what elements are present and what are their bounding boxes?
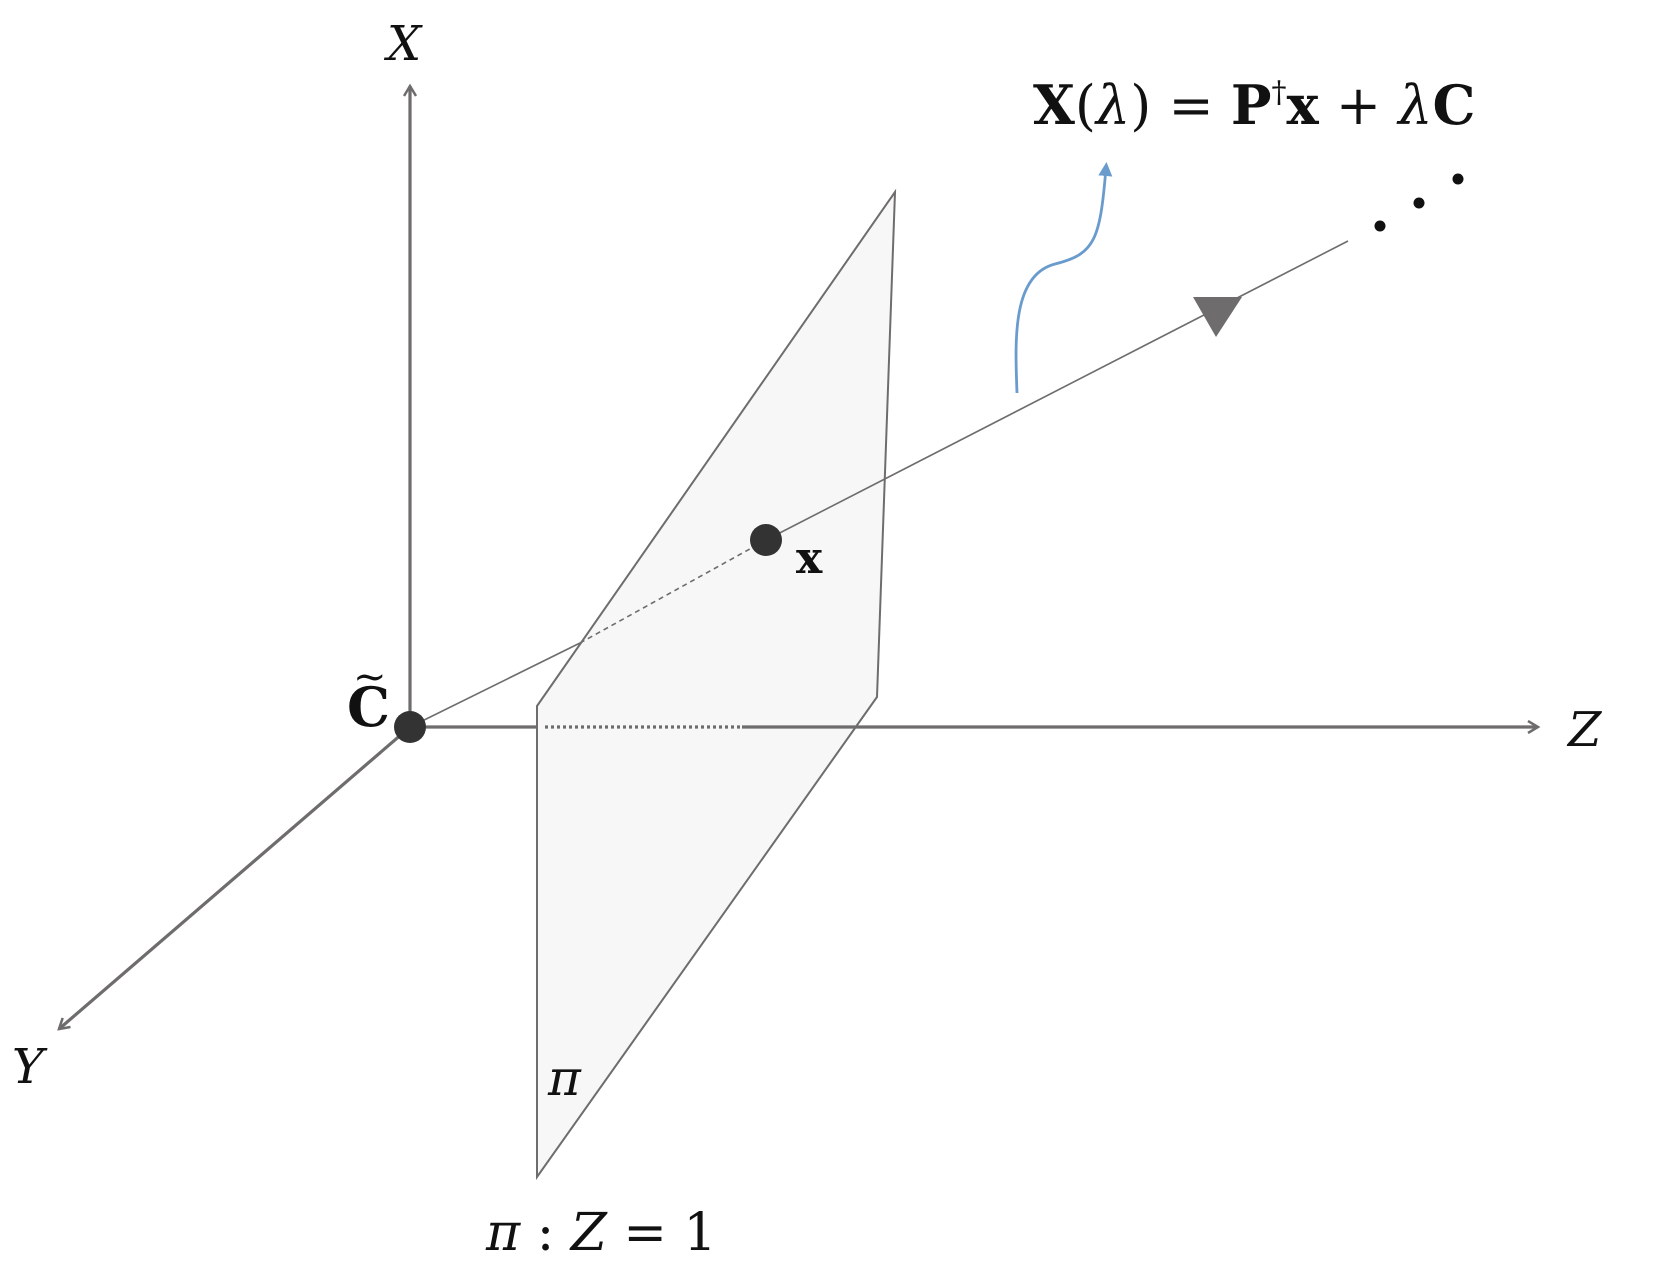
eq-plus: + [1319,74,1399,137]
ray-continuation-dot [1413,197,1425,209]
image-point [750,524,782,556]
eq-close-paren: ) [1130,74,1151,137]
eq-P: P [1231,73,1272,137]
camera-center-tilde: ~ [353,654,387,700]
caption-Z: Z [569,1203,608,1263]
ray-equation: X(λ) = P†x + λC [1033,73,1475,137]
eq-x: x [1286,73,1319,137]
ray-direction-arrowhead [1193,297,1242,337]
eq-X: X [1033,73,1075,137]
ray-segment-near [409,642,581,728]
eq-C: C [1433,73,1476,137]
caption-equals-one: = 1 [607,1203,717,1263]
x-axis-label: X [383,16,423,72]
image-point-label: x [796,533,823,584]
plane-caption: π : Z = 1 [485,1203,717,1263]
ray-segment-far [765,240,1349,541]
equation-callout-arrow [1014,162,1113,394]
image-plane [536,188,897,1181]
camera-center-point [394,711,426,743]
eq-lambda-2: λ [1396,74,1432,137]
ray-continuation-dot [1374,220,1386,232]
eq-open-paren: ( [1075,74,1096,137]
caption-colon: : [520,1203,571,1263]
y-axis [59,725,412,1029]
eq-lambda: λ [1094,74,1130,137]
eq-equals: = [1151,74,1231,137]
z-axis-label: Z [1566,702,1603,758]
camera-center-label: C [347,675,390,739]
caption-pi: π [485,1203,521,1263]
ray-continuation-dot [1452,173,1464,185]
plane-symbol: π [547,1049,582,1107]
eq-dagger: † [1271,75,1286,110]
y-axis-label: Y [12,1039,48,1095]
